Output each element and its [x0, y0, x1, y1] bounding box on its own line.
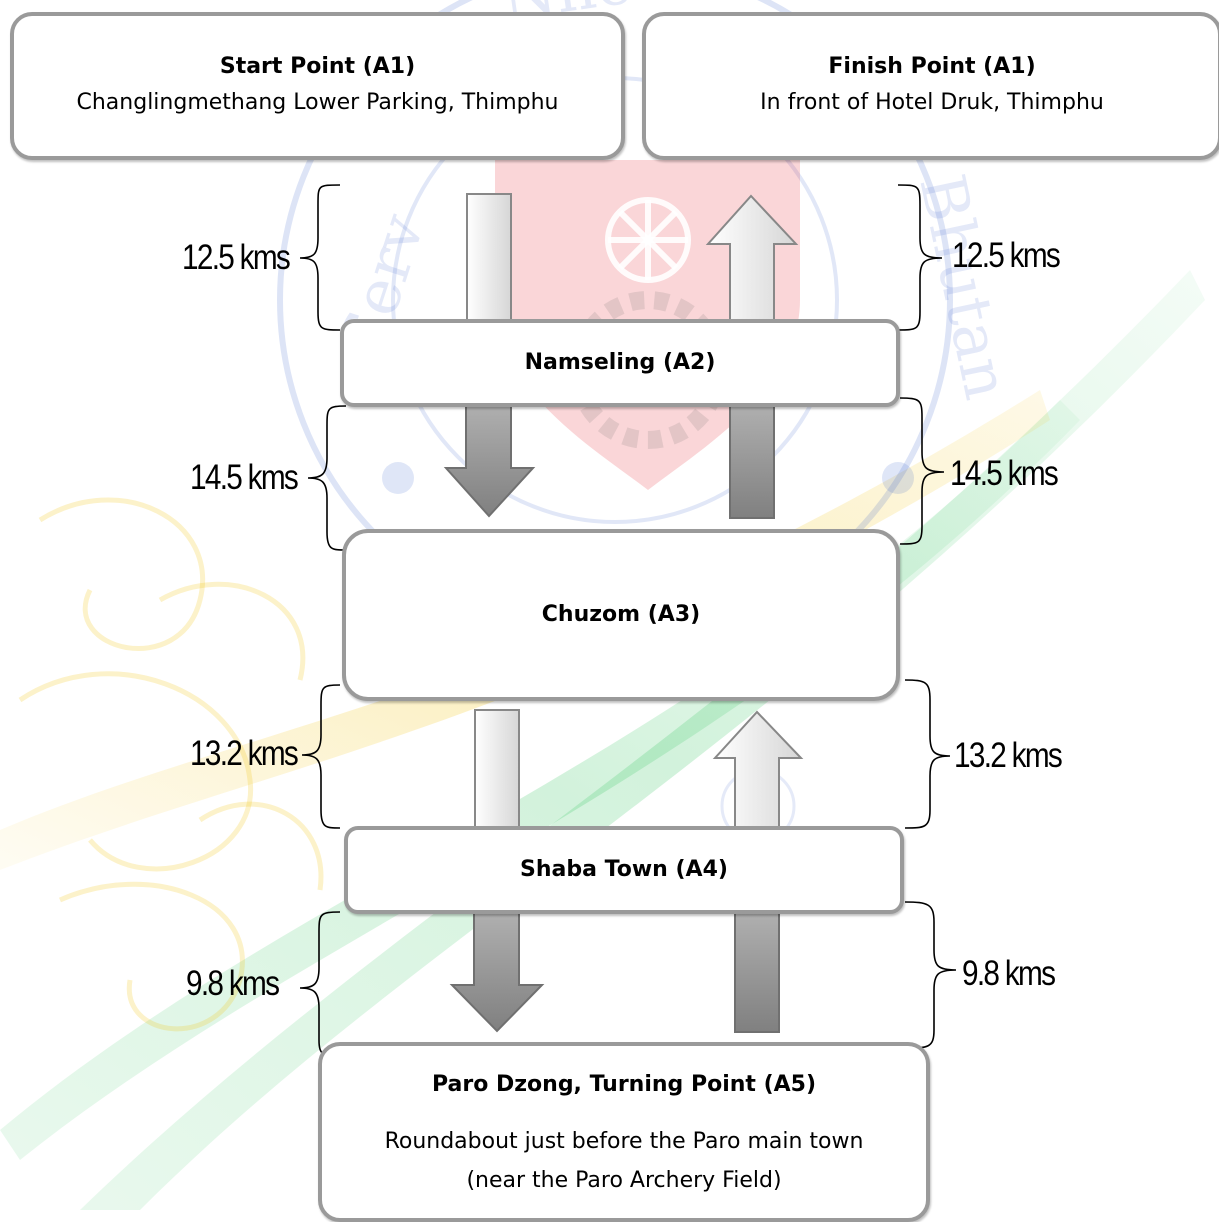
namseling-box: Namseling (A2) [340, 319, 900, 407]
finish-point-title: Finish Point (A1) [828, 54, 1036, 79]
outbound-arrow-seg4 [449, 911, 545, 1033]
outbound-arrow-seg3 [474, 709, 520, 839]
brace-seg1-right [897, 184, 943, 331]
paro-dzong-location-line1: Roundabout just before the Paro main tow… [384, 1129, 864, 1154]
return-arrow-seg3 [712, 710, 804, 839]
brace-seg3-right [904, 679, 951, 829]
distance-seg1-right: 12.5 kms [952, 236, 1061, 275]
outbound-arrow-seg1 [466, 193, 512, 327]
distance-seg4-left: 9.8 kms [186, 964, 280, 1003]
paro-dzong-box: Paro Dzong, Turning Point (A5) Roundabou… [318, 1042, 930, 1222]
finish-point-location: In front of Hotel Druk, Thimphu [760, 90, 1104, 115]
namseling-title: Namseling (A2) [524, 350, 716, 375]
finish-point-box: Finish Point (A1) In front of Hotel Druk… [642, 12, 1219, 160]
return-arrow-seg4 [734, 911, 780, 1033]
chuzom-title: Chuzom (A3) [541, 602, 701, 627]
outbound-arrow-seg2 [443, 403, 536, 518]
distance-seg3-right: 13.2 kms [954, 736, 1063, 775]
brace-seg4-right [904, 901, 957, 1049]
brace-seg4-left [299, 911, 341, 1057]
brace-seg2-left [307, 405, 347, 551]
distance-seg2-right: 14.5 kms [950, 454, 1059, 493]
start-point-box: Start Point (A1) Changlingmethang Lower … [10, 12, 625, 160]
start-point-location: Changlingmethang Lower Parking, Thimphu [76, 90, 559, 115]
distance-seg3-left: 13.2 kms [190, 734, 299, 773]
distance-seg4-right: 9.8 kms [962, 954, 1056, 993]
return-arrow-seg2 [729, 403, 775, 519]
brace-seg2-right [899, 397, 945, 545]
distance-seg1-left: 12.5 kms [182, 238, 291, 277]
shaba-town-box: Shaba Town (A4) [344, 826, 904, 914]
paro-dzong-location-line2: (near the Paro Archery Field) [466, 1168, 782, 1193]
chuzom-box: Chuzom (A3) [342, 529, 900, 701]
paro-dzong-title: Paro Dzong, Turning Point (A5) [431, 1072, 817, 1097]
start-point-title: Start Point (A1) [219, 54, 416, 79]
brace-seg1-left [299, 184, 341, 331]
brace-seg3-left [301, 684, 341, 829]
shaba-town-title: Shaba Town (A4) [520, 857, 728, 882]
return-arrow-seg1 [705, 194, 799, 327]
distance-seg2-left: 14.5 kms [190, 458, 299, 497]
